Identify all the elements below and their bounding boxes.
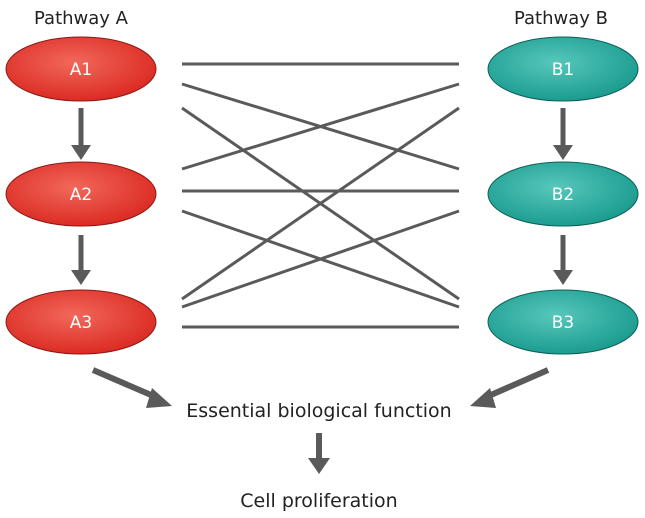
pathway-a-nodes: A1 A2 A3 [5, 36, 157, 355]
node-a2: A2 [5, 161, 157, 227]
arrow-head-to-outcome [308, 458, 330, 474]
arrow-head-b2-b3 [553, 270, 573, 285]
node-b2-label: B2 [552, 185, 574, 205]
connection-a3-b1 [181, 106, 460, 301]
node-a3: A3 [5, 289, 157, 355]
node-b1: B1 [487, 36, 639, 102]
arrow-a3-to-function [91, 367, 160, 401]
cross-connections [181, 62, 460, 329]
node-b2: B2 [487, 161, 639, 227]
connection-a2-b1 [181, 82, 460, 171]
arrow-head-b3-to-function [470, 388, 496, 408]
arrow-head-a3-to-function [146, 388, 172, 408]
node-a2-label: A2 [70, 185, 92, 205]
arrow-to-outcome [308, 433, 330, 474]
node-a1: A1 [5, 36, 157, 102]
node-b1-label: B1 [552, 60, 574, 80]
arrow-head-a2-a3 [71, 270, 91, 285]
pathway-b-title: Pathway B [514, 8, 608, 29]
arrow-head-b1-b2 [553, 145, 573, 160]
node-a3-label: A3 [70, 313, 92, 333]
cell-proliferation-label: Cell proliferation [240, 490, 397, 512]
node-a1-label: A1 [70, 60, 92, 80]
pathway-a-arrows [71, 108, 91, 285]
pathway-a-title: Pathway A [34, 8, 129, 29]
essential-function-label: Essential biological function [186, 400, 451, 422]
pathway-b-arrows [553, 108, 573, 285]
connection-a3-b2 [181, 209, 460, 309]
pathway-b-nodes: B1 B2 B3 [487, 36, 639, 355]
arrow-b3-to-function [482, 367, 550, 401]
node-b3: B3 [487, 289, 639, 355]
converging-arrows [91, 367, 550, 408]
arrow-head-a1-a2 [71, 145, 91, 160]
node-b3-label: B3 [552, 313, 574, 333]
